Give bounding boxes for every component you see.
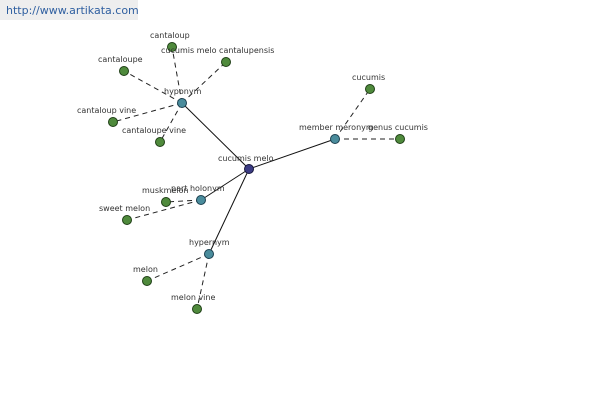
edge-hyponym-cantaloupe-vine bbox=[159, 102, 183, 143]
term-cantaloupe-node[interactable] bbox=[119, 66, 129, 76]
relation-hypernym-node[interactable] bbox=[204, 249, 214, 259]
term-cantaloup-vine-label[interactable]: cantaloup vine bbox=[77, 106, 136, 115]
relation-hyponym-node[interactable] bbox=[177, 98, 187, 108]
edge-hyponym-cucumis-melo-cantalupensis bbox=[181, 61, 227, 104]
edges-layer bbox=[112, 46, 400, 310]
term-melon-label[interactable]: melon bbox=[133, 265, 158, 274]
term-cantaloupe-vine-label[interactable]: cantaloupe vine bbox=[122, 126, 186, 135]
term-genus-cucumis-node[interactable] bbox=[395, 134, 405, 144]
edge-root-hypernym bbox=[208, 168, 250, 255]
edge-hyponym-cantaloup bbox=[171, 46, 183, 104]
term-muskmelon-label[interactable]: muskmelon bbox=[142, 186, 189, 195]
edge-part-holonym-muskmelon bbox=[165, 199, 202, 203]
term-muskmelon-node[interactable] bbox=[161, 197, 171, 207]
relation-part-holonym-node[interactable] bbox=[196, 195, 206, 205]
term-melon-node[interactable] bbox=[142, 276, 152, 286]
edge-hyponym-cantaloupe bbox=[123, 70, 183, 104]
nodes-layer bbox=[108, 42, 405, 314]
relation-part-holonym-label[interactable]: part holonym bbox=[171, 184, 225, 193]
term-sweet-melon-node[interactable] bbox=[122, 215, 132, 225]
relation-hypernym-label[interactable]: hypernym bbox=[189, 238, 230, 247]
term-cucumis-melo-cantalupensis-node[interactable] bbox=[221, 57, 231, 67]
edge-root-hyponym bbox=[181, 102, 250, 170]
edge-part-holonym-sweet-melon bbox=[126, 199, 202, 221]
term-melon-vine-node[interactable] bbox=[192, 304, 202, 314]
edge-root-part-holonym bbox=[200, 168, 250, 201]
edge-hypernym-melon-vine bbox=[196, 253, 210, 310]
edge-root-member-meronym bbox=[248, 138, 336, 170]
root-cucumis-melo-label[interactable]: cucumis melo bbox=[218, 154, 274, 163]
relation-member-meronym-node[interactable] bbox=[330, 134, 340, 144]
edge-member-meronym-cucumis bbox=[334, 88, 371, 140]
term-cantaloup-node[interactable] bbox=[167, 42, 177, 52]
labels-layer: cantaloup cucumis melo cantalupensis canta… bbox=[77, 31, 428, 302]
term-cucumis-label[interactable]: cucumis bbox=[352, 73, 385, 82]
term-cucumis-node[interactable] bbox=[365, 84, 375, 94]
edge-hyponym-cantaloup-vine bbox=[112, 102, 183, 123]
url-banner: http://www.artikata.com bbox=[0, 0, 139, 20]
term-cantaloup-vine-node[interactable] bbox=[108, 117, 118, 127]
term-cucumis-melo-cantalupensis-label[interactable]: cucumis melo cantalupensis bbox=[161, 46, 274, 55]
term-cantaloupe-vine-node[interactable] bbox=[155, 137, 165, 147]
term-cantaloupe-label[interactable]: cantaloupe bbox=[98, 55, 143, 64]
relation-hyponym-label[interactable]: hyponym bbox=[164, 87, 202, 96]
root-cucumis-melo-node[interactable] bbox=[244, 164, 254, 174]
url-text[interactable]: http://www.artikata.com bbox=[6, 4, 139, 17]
term-cantaloup-label[interactable]: cantaloup bbox=[150, 31, 190, 40]
term-melon-vine-label[interactable]: melon vine bbox=[171, 293, 215, 302]
edge-hypernym-melon bbox=[146, 253, 210, 282]
term-genus-cucumis-label[interactable]: genus cucumis bbox=[368, 123, 428, 132]
relation-member-meronym-label[interactable]: member meronym bbox=[299, 123, 374, 132]
term-sweet-melon-label[interactable]: sweet melon bbox=[99, 204, 150, 213]
